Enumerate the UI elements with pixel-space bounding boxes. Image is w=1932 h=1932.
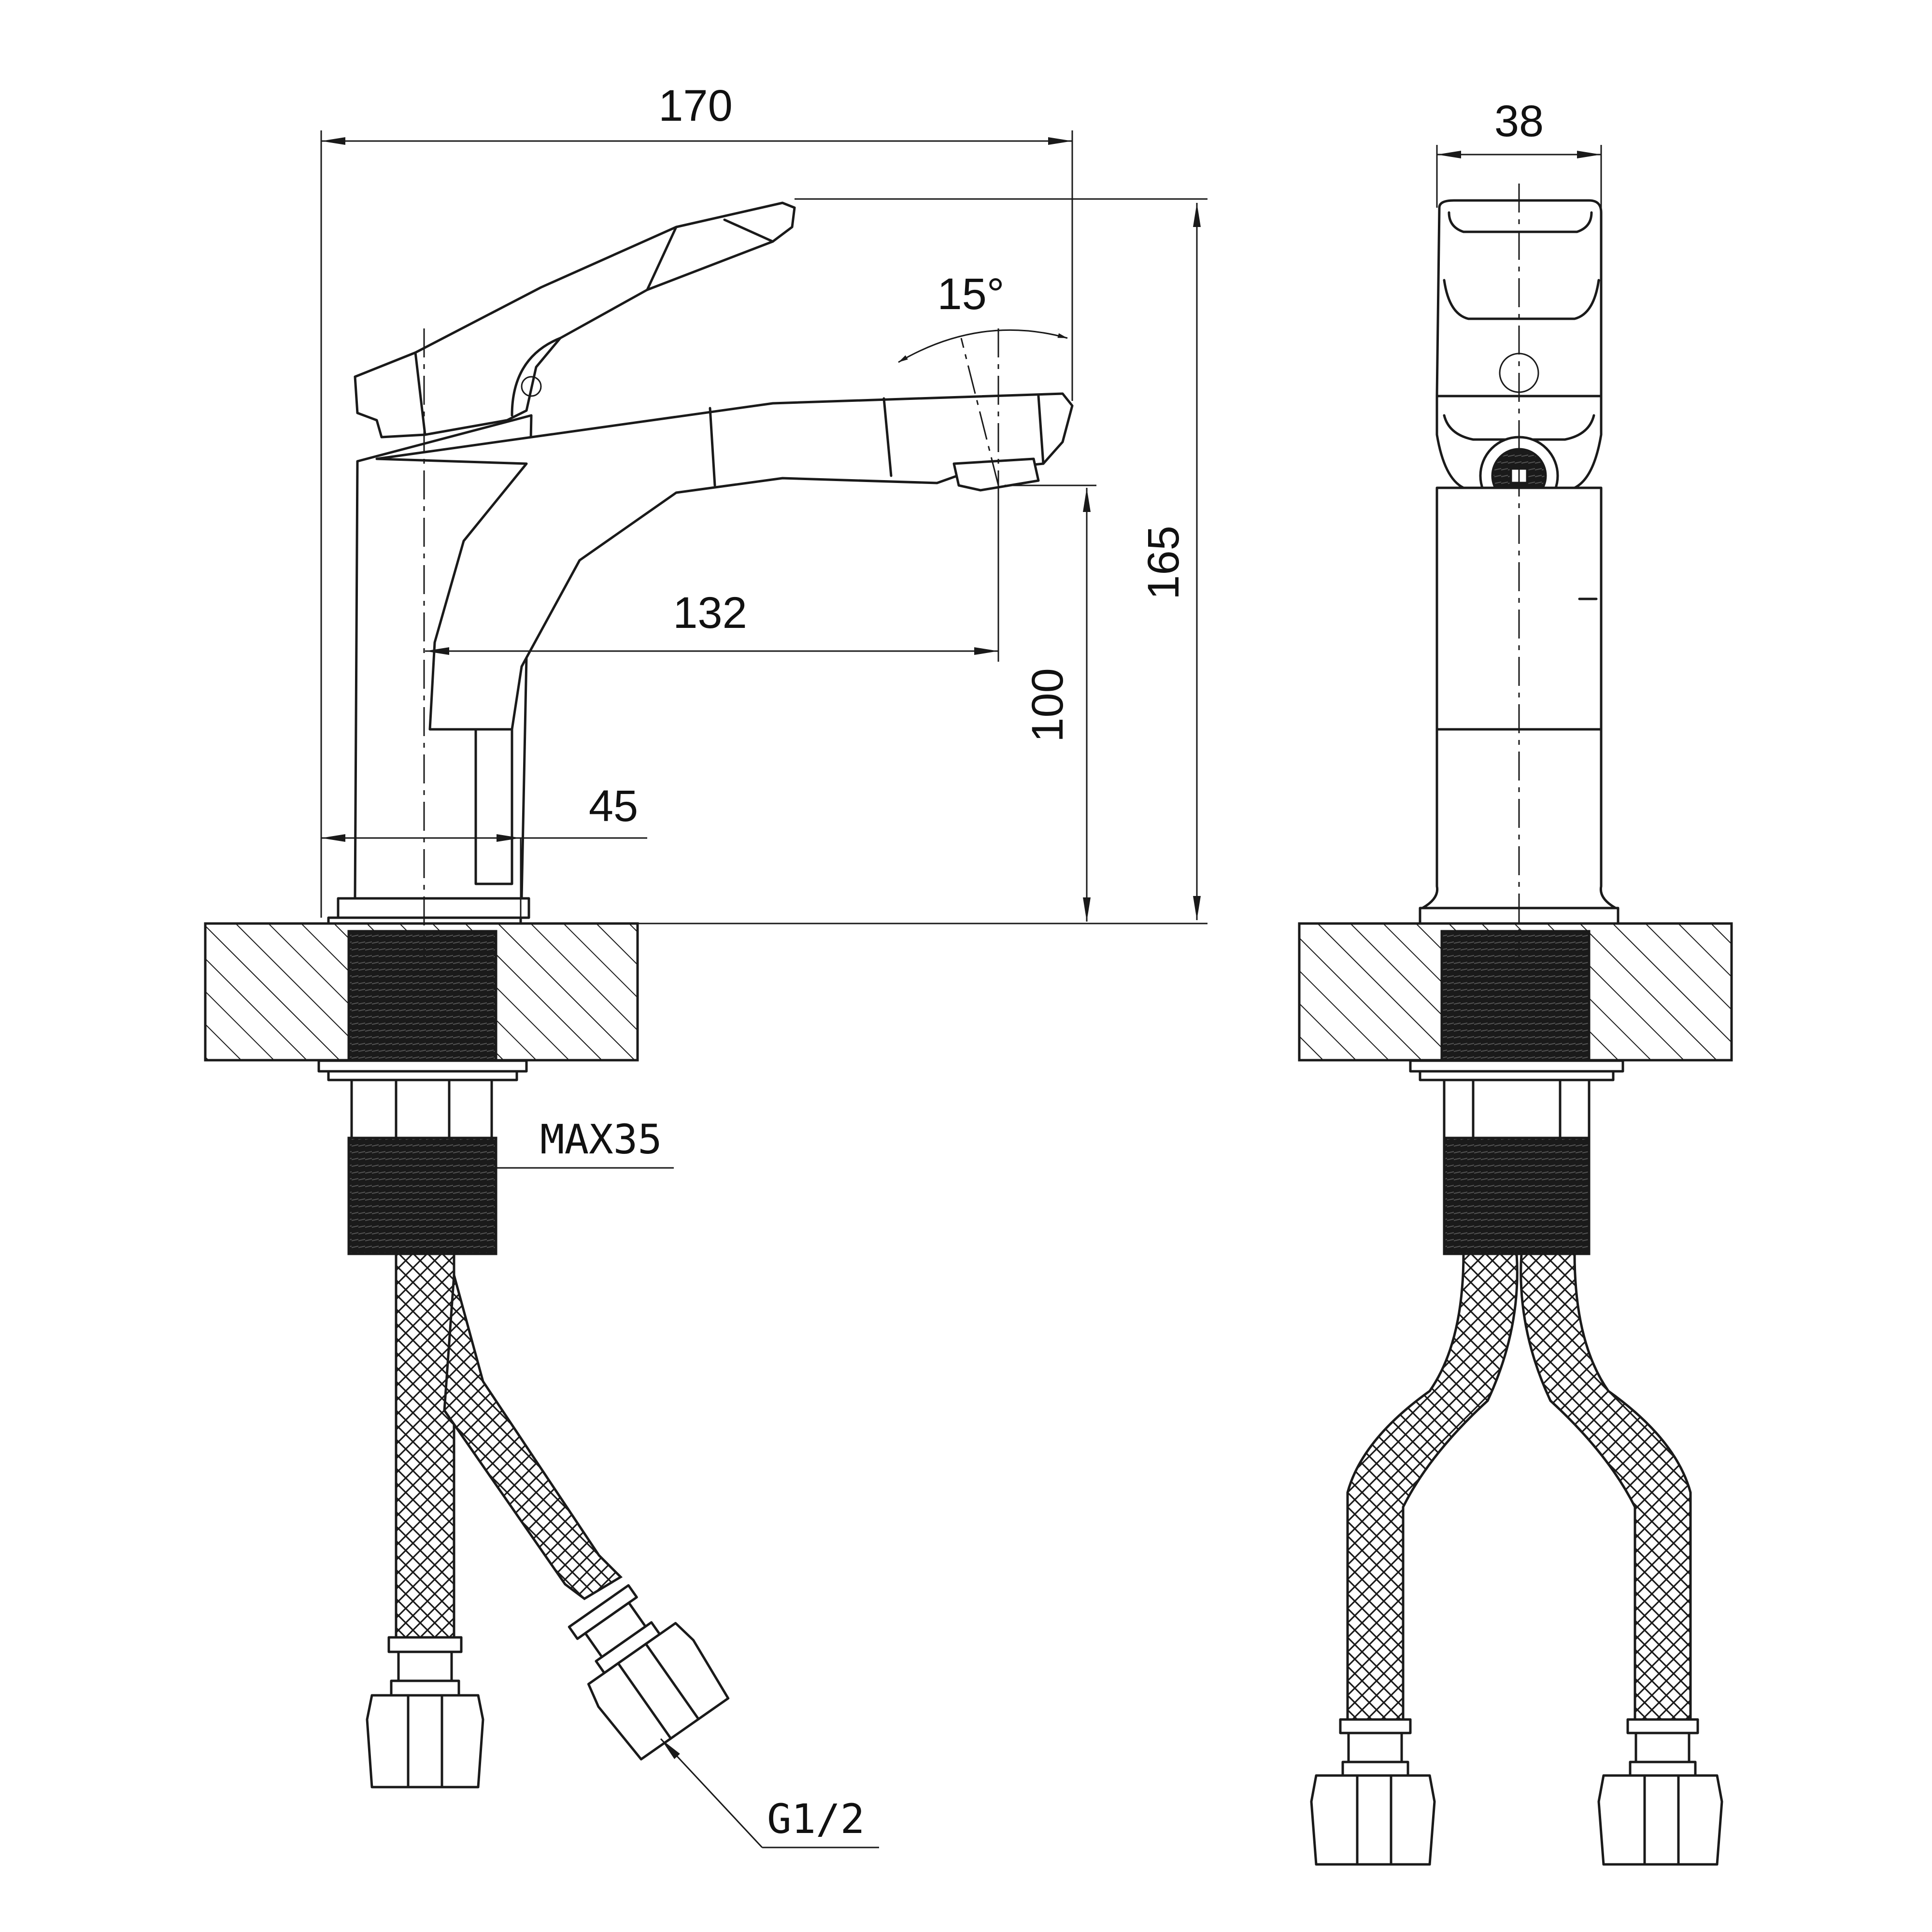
shank-assembly [317,930,528,1255]
spout-angle-line [960,338,999,486]
front-supply-hoses [1346,1252,1692,1721]
dim-spout-reach: 132 [425,485,999,662]
max-counter-label: MAX35 [540,1116,662,1163]
spout [375,392,1074,885]
dim-total-length: 170 [320,81,1073,918]
spout-height-label: 100 [1023,668,1072,742]
dim-spout-height: 100 [1005,484,1096,922]
dim-spout-angle: 15° [898,270,1068,363]
spout-reach-label: 132 [673,588,747,638]
front-view: 38 [1298,97,1733,1866]
handle-lever [354,201,796,439]
hose-fittings [366,1584,730,1789]
dim-body-width: 38 [1436,97,1602,213]
side-view: 170 15° 165 132 100 [204,81,1208,1848]
dim-connection-thread: G1/2 [660,1738,879,1848]
spout-angle-label: 15° [937,270,1004,319]
dim-total-height: 165 [638,198,1208,924]
total-height-label: 165 [1139,526,1188,600]
total-length-label: 170 [658,81,733,130]
connection-thread-label: G1/2 [767,1795,865,1843]
dim-base-diameter: 45 [321,781,647,918]
dim-max-counter: MAX35 [496,1116,674,1169]
supply-hoses [395,1252,623,1639]
base-diameter-label: 45 [589,781,638,831]
front-shank-assembly [1409,930,1624,1255]
body-width-label: 38 [1494,97,1544,146]
front-hose-fittings [1310,1718,1723,1866]
